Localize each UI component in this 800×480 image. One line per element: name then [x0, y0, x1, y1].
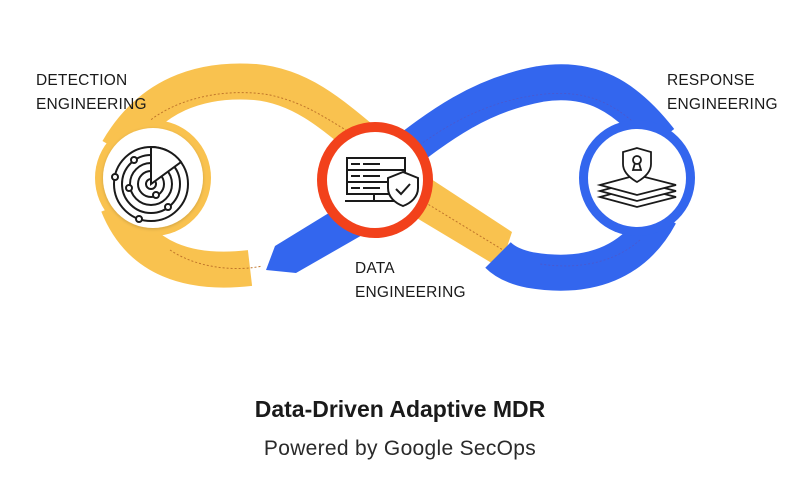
- shield-lock-layers-icon: [596, 147, 677, 208]
- detection-node: [95, 120, 211, 236]
- data-engineering-label: DATA ENGINEERING: [355, 260, 466, 301]
- server-shield-icon: [345, 157, 419, 208]
- data-node: [317, 122, 433, 238]
- response-node: [579, 120, 695, 236]
- footer-subtitle: Powered by Google SecOps: [263, 437, 537, 460]
- detection-engineering-label: DETECTION ENGINEERING: [36, 72, 147, 113]
- radar-icon: [111, 145, 189, 223]
- response-engineering-label: RESPONSE ENGINEERING: [667, 72, 778, 113]
- footer-title: Data-Driven Adaptive MDR: [254, 396, 546, 422]
